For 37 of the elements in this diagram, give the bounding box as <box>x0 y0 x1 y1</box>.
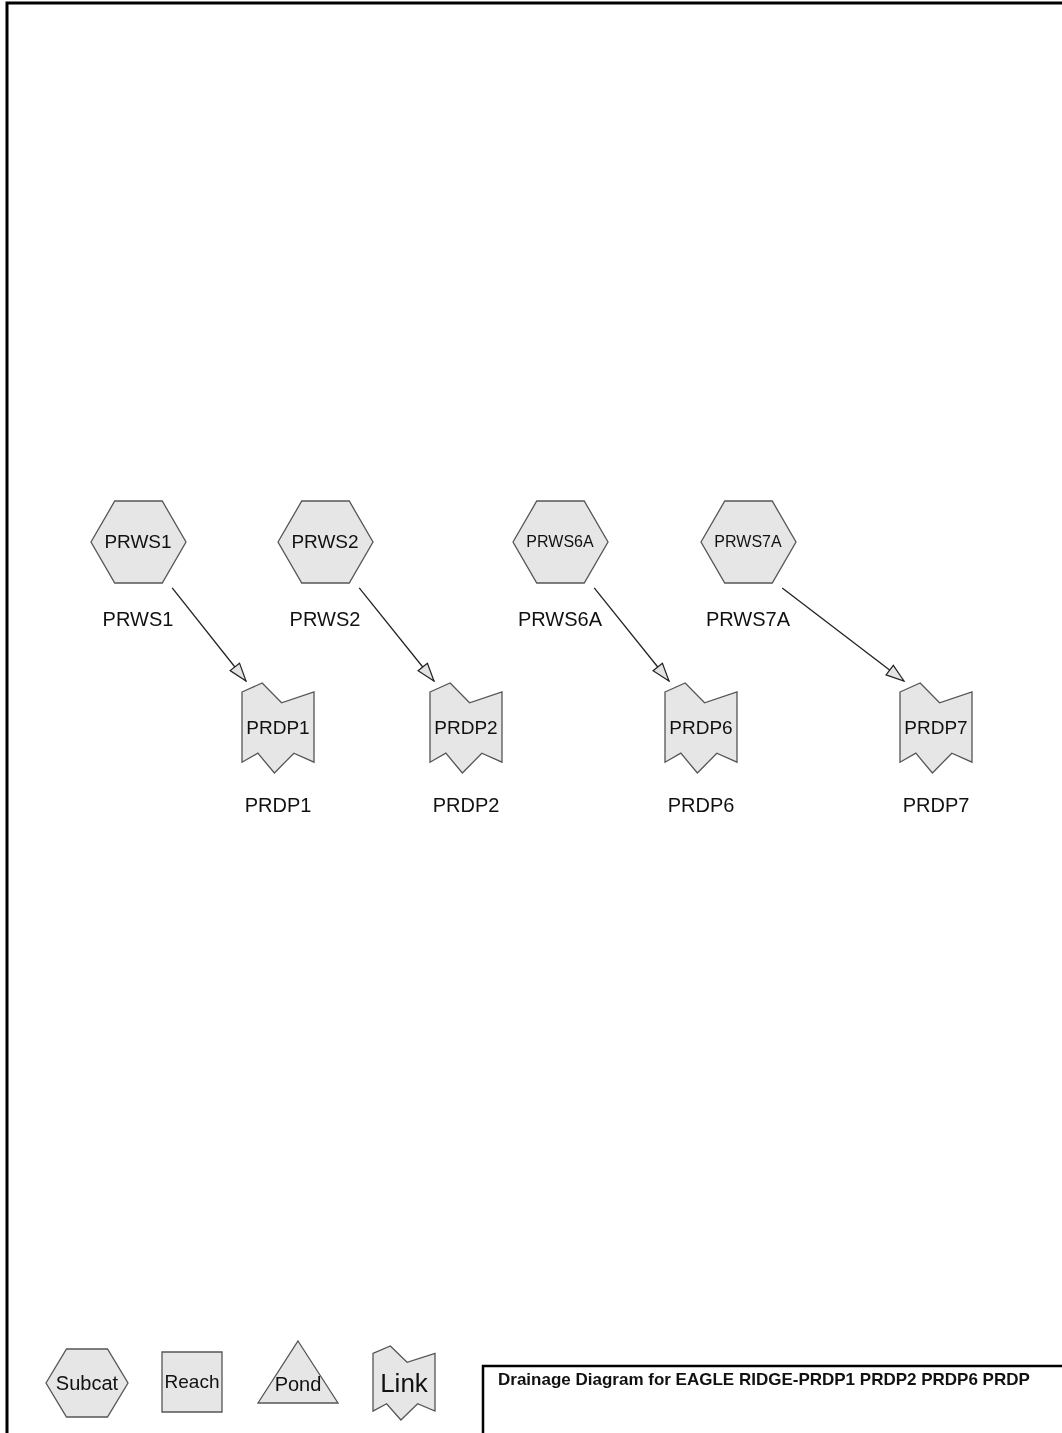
node-label: Link <box>379 1367 429 1399</box>
node-caption: PRWS7A <box>705 608 791 631</box>
node-caption: PRDP7 <box>902 794 970 817</box>
node-caption: PRDP1 <box>244 794 312 817</box>
hexagon-node <box>700 501 796 583</box>
link-node <box>242 683 314 773</box>
node-caption: PRWS6A <box>517 608 603 631</box>
hexagon-node <box>512 501 608 583</box>
node-label: PRWS2 <box>290 531 360 553</box>
pond-triangle <box>258 1341 338 1403</box>
node-label: PRWS1 <box>103 531 173 553</box>
node-caption: PRWS2 <box>289 608 361 631</box>
node-label: PRDP1 <box>245 717 311 739</box>
flow-arrow <box>593 587 670 682</box>
node-label: PRDP7 <box>903 717 969 739</box>
node-label: Reach <box>163 1371 221 1393</box>
hexagon-node <box>90 501 186 583</box>
link-node <box>665 683 737 773</box>
node-label: PRDP2 <box>433 717 499 739</box>
link-node <box>430 683 502 773</box>
node-caption: PRWS1 <box>102 608 174 631</box>
node-caption: PRDP6 <box>667 794 735 817</box>
flow-arrow <box>171 587 247 682</box>
node-label: PRWS6A <box>525 533 595 551</box>
node-label: Subcat <box>54 1371 120 1395</box>
node-caption: PRDP2 <box>432 794 500 817</box>
hexagon-node <box>277 501 373 583</box>
node-label: PRWS7A <box>713 533 783 551</box>
diagram-title: Drainage Diagram for EAGLE RIDGE-PRDP1 PRDP2 PRDP6 PRDP <box>498 1370 1030 1390</box>
hexagon-node <box>46 1349 128 1417</box>
reach-box <box>162 1352 222 1412</box>
link-node <box>900 683 972 773</box>
node-label: Pond <box>273 1372 323 1396</box>
flow-arrow <box>781 587 905 682</box>
node-label: PRDP6 <box>668 717 734 739</box>
flow-arrow <box>358 587 435 682</box>
link-node <box>373 1346 435 1420</box>
